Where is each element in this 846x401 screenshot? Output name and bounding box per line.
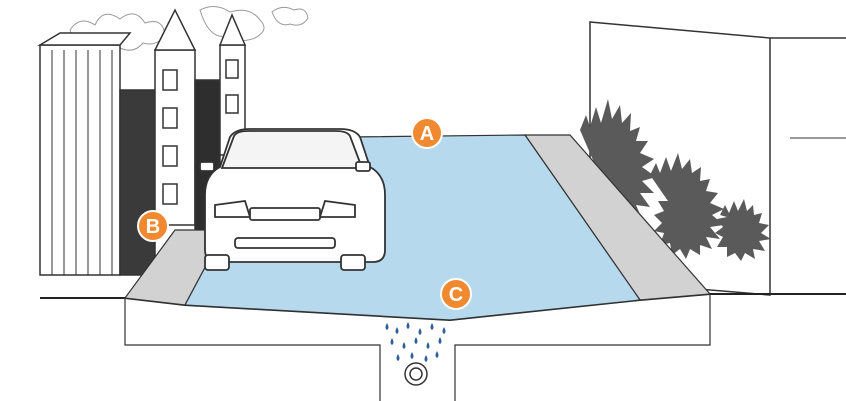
marker-b-label: B bbox=[146, 216, 160, 238]
marker-a-label: A bbox=[420, 123, 434, 145]
car-icon bbox=[200, 129, 385, 270]
water-drops-icon bbox=[386, 322, 446, 362]
marker-a: A bbox=[412, 118, 442, 148]
pipe-icon bbox=[405, 363, 427, 385]
marker-b: B bbox=[138, 211, 168, 241]
marker-c-label: C bbox=[449, 284, 463, 306]
marker-c: C bbox=[441, 279, 471, 309]
